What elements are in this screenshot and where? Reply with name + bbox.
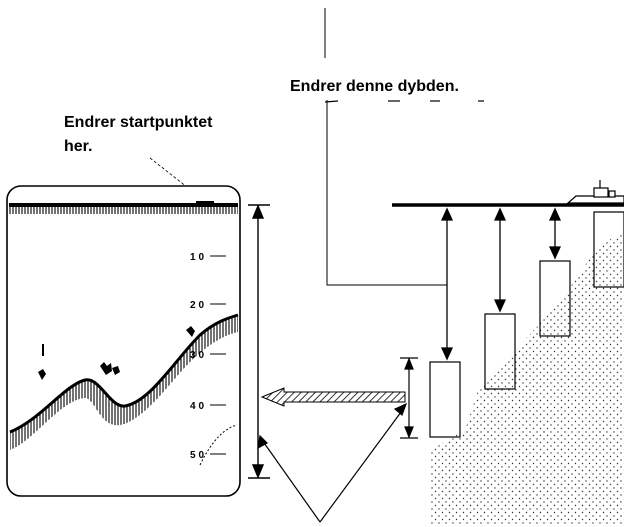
- range-windows: [429, 211, 624, 438]
- start-depth-arrows: [440, 207, 562, 361]
- bottom-pointer-lines: [257, 402, 408, 523]
- seabed-line: [9, 313, 239, 434]
- range-window-2: [484, 313, 516, 390]
- sonar-display: 10 20 30 40 50: [6, 185, 241, 497]
- seabed-echo: [10, 315, 238, 450]
- zero-line: [9, 203, 238, 207]
- hatched-arrow: [260, 387, 406, 407]
- depth-tick-40: 40: [190, 401, 207, 412]
- depth-tick-20: 20: [190, 300, 207, 311]
- depth-annotation: Endrer denne dybden.: [290, 78, 459, 95]
- start-annotation-line1: Endrer startpunktet: [64, 114, 213, 131]
- depth-scale: [210, 255, 226, 455]
- seabed-region: [430, 232, 624, 525]
- range-window-3: [539, 260, 571, 337]
- depth-tick-50: 50: [190, 450, 207, 461]
- fish-echoes: [38, 326, 195, 380]
- range-window-4: [593, 211, 624, 288]
- range-window-1: [429, 361, 461, 438]
- faint-marks: [324, 100, 484, 103]
- range-arrow: [248, 204, 270, 479]
- start-marker: [196, 201, 214, 205]
- depth-tick-10: 10: [190, 252, 207, 263]
- display-frame: [6, 185, 241, 497]
- depth-leader-line: [324, 8, 447, 286]
- boat-icon: [566, 180, 624, 204]
- range-bracket: [400, 357, 418, 439]
- start-annotation-line2: her.: [64, 138, 92, 155]
- surface-noise: [9, 207, 238, 214]
- start-leader-line: [149, 157, 211, 206]
- second-echo: [199, 424, 238, 466]
